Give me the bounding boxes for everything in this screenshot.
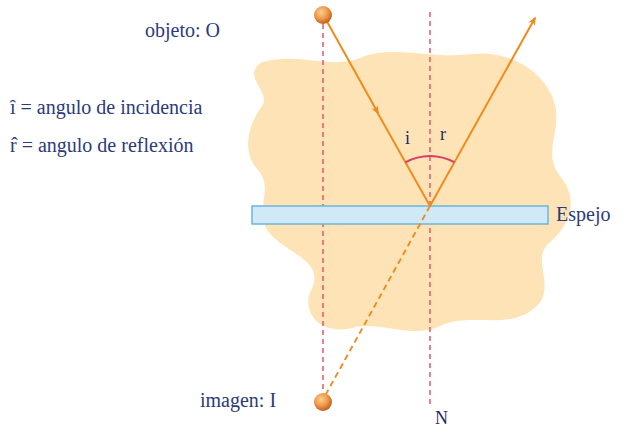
legend-note: î = angulo de incidencia (10, 96, 202, 119)
incident-ray (325, 18, 378, 113)
image-label: imagen: I (200, 389, 276, 412)
mirror (252, 206, 548, 224)
incident-ray (376, 110, 430, 206)
reflection-arc (430, 156, 455, 162)
object-label: objeto: O (145, 19, 220, 42)
normal-label: N (435, 408, 448, 429)
angle-label: i (405, 128, 410, 149)
mirror-label: Espejo (556, 203, 610, 226)
background-blob (248, 52, 571, 331)
virtual-ray (326, 206, 430, 394)
image-ball (314, 393, 332, 411)
angle-label: r (440, 124, 446, 145)
reflected-ray (430, 18, 535, 206)
object-ball (314, 6, 332, 24)
legend-note: r̂ = angulo de reflexión (10, 134, 193, 157)
incidence-arc (406, 156, 431, 162)
